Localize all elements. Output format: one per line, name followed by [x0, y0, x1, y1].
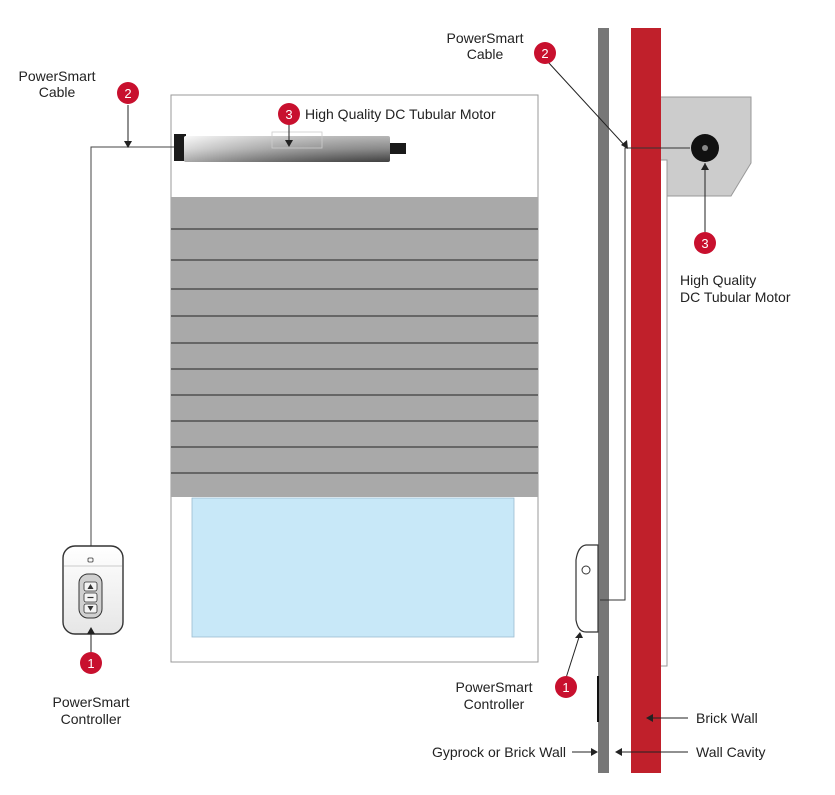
label-cable-right: PowerSmart Cable	[446, 30, 523, 62]
powersmart-controller-remote	[62, 545, 124, 635]
marker-cable-left: 2	[117, 82, 139, 104]
svg-text:Cable: Cable	[39, 84, 76, 100]
svg-text:PowerSmart: PowerSmart	[446, 30, 523, 46]
marker-cable-right: 2	[534, 42, 556, 64]
svg-text:1: 1	[87, 656, 94, 671]
svg-text:DC Tubular Motor: DC Tubular Motor	[680, 289, 791, 305]
label-cable-left: PowerSmart Cable	[18, 68, 95, 100]
gyprock-wall	[598, 28, 609, 773]
powersmart-cable-left	[90, 146, 174, 546]
svg-text:Cable: Cable	[467, 46, 504, 62]
window-glass	[191, 497, 515, 638]
svg-text:PowerSmart: PowerSmart	[52, 694, 129, 710]
powersmart-controller-wall	[575, 544, 599, 633]
label-motor-front: High Quality DC Tubular Motor	[305, 106, 496, 122]
svg-text:PowerSmart: PowerSmart	[18, 68, 95, 84]
svg-text:2: 2	[124, 86, 131, 101]
svg-text:3: 3	[701, 236, 708, 251]
brick-wall	[631, 28, 661, 773]
label-brick-wall: Brick Wall	[696, 710, 758, 726]
svg-text:1: 1	[562, 680, 569, 695]
svg-text:PowerSmart: PowerSmart	[455, 679, 532, 695]
label-gyprock-wall: Gyprock or Brick Wall	[432, 744, 566, 760]
svg-text:Controller: Controller	[464, 696, 525, 712]
marker-motor-front: 3	[278, 103, 300, 125]
label-motor-side: High Quality DC Tubular Motor	[680, 272, 791, 305]
svg-text:2: 2	[541, 46, 548, 61]
powersmart-cable-right	[600, 147, 690, 601]
label-wall-cavity: Wall Cavity	[696, 744, 766, 760]
marker-motor-side: 3	[694, 232, 716, 254]
roller-shutter-slats	[171, 197, 538, 497]
svg-text:High Quality: High Quality	[680, 272, 756, 288]
label-controller-left: PowerSmart Controller	[52, 694, 129, 727]
tubular-motor-front	[174, 131, 406, 162]
svg-text:3: 3	[285, 107, 292, 122]
marker-controller-left: 1	[80, 652, 102, 674]
label-controller-right: PowerSmart Controller	[455, 679, 532, 712]
marker-controller-right: 1	[555, 676, 577, 698]
svg-text:Controller: Controller	[61, 711, 122, 727]
